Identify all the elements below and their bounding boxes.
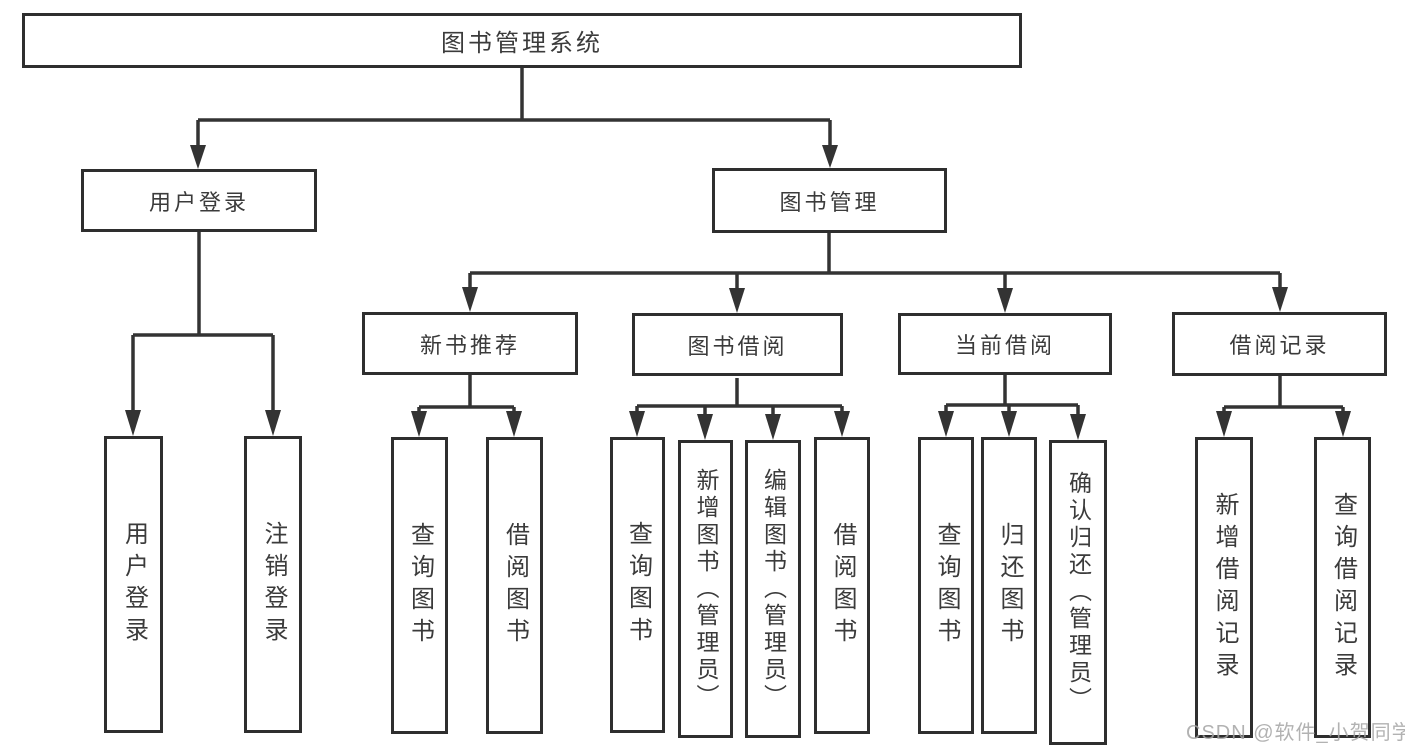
- node-user-login: 用户登录: [81, 169, 317, 232]
- leaf-query-books-current: 查询图书: [918, 437, 974, 734]
- leaf-logout: 注销登录: [244, 436, 302, 733]
- leaf-add-borrow-record: 新增借阅记录: [1195, 437, 1253, 738]
- leaf-query-books-recommend: 查询图书: [391, 437, 448, 734]
- node-root-library-system: 图书管理系统: [22, 13, 1022, 68]
- csdn-watermark: CSDN @软件_小贺同学: [1186, 722, 1405, 744]
- leaf-user-login: 用户登录: [104, 436, 163, 733]
- leaf-query-borrow-record: 查询借阅记录: [1314, 437, 1371, 738]
- leaf-query-books-borrowing: 查询图书: [610, 437, 665, 733]
- node-current-borrowing: 当前借阅: [898, 313, 1112, 375]
- leaf-edit-book-admin: 编辑图书（管理员）: [745, 440, 801, 738]
- leaf-add-book-admin: 新增图书（管理员）: [678, 440, 733, 738]
- node-borrowing-records: 借阅记录: [1172, 312, 1387, 376]
- leaf-confirm-return-admin: 确认归还（管理员）: [1049, 440, 1107, 745]
- node-book-borrowing: 图书借阅: [632, 313, 843, 376]
- node-new-book-recommend: 新书推荐: [362, 312, 578, 375]
- node-book-management: 图书管理: [712, 168, 947, 233]
- leaf-return-books: 归还图书: [981, 437, 1037, 734]
- leaf-borrow-books-borrowing: 借阅图书: [814, 437, 870, 734]
- leaf-borrow-books-recommend: 借阅图书: [486, 437, 543, 734]
